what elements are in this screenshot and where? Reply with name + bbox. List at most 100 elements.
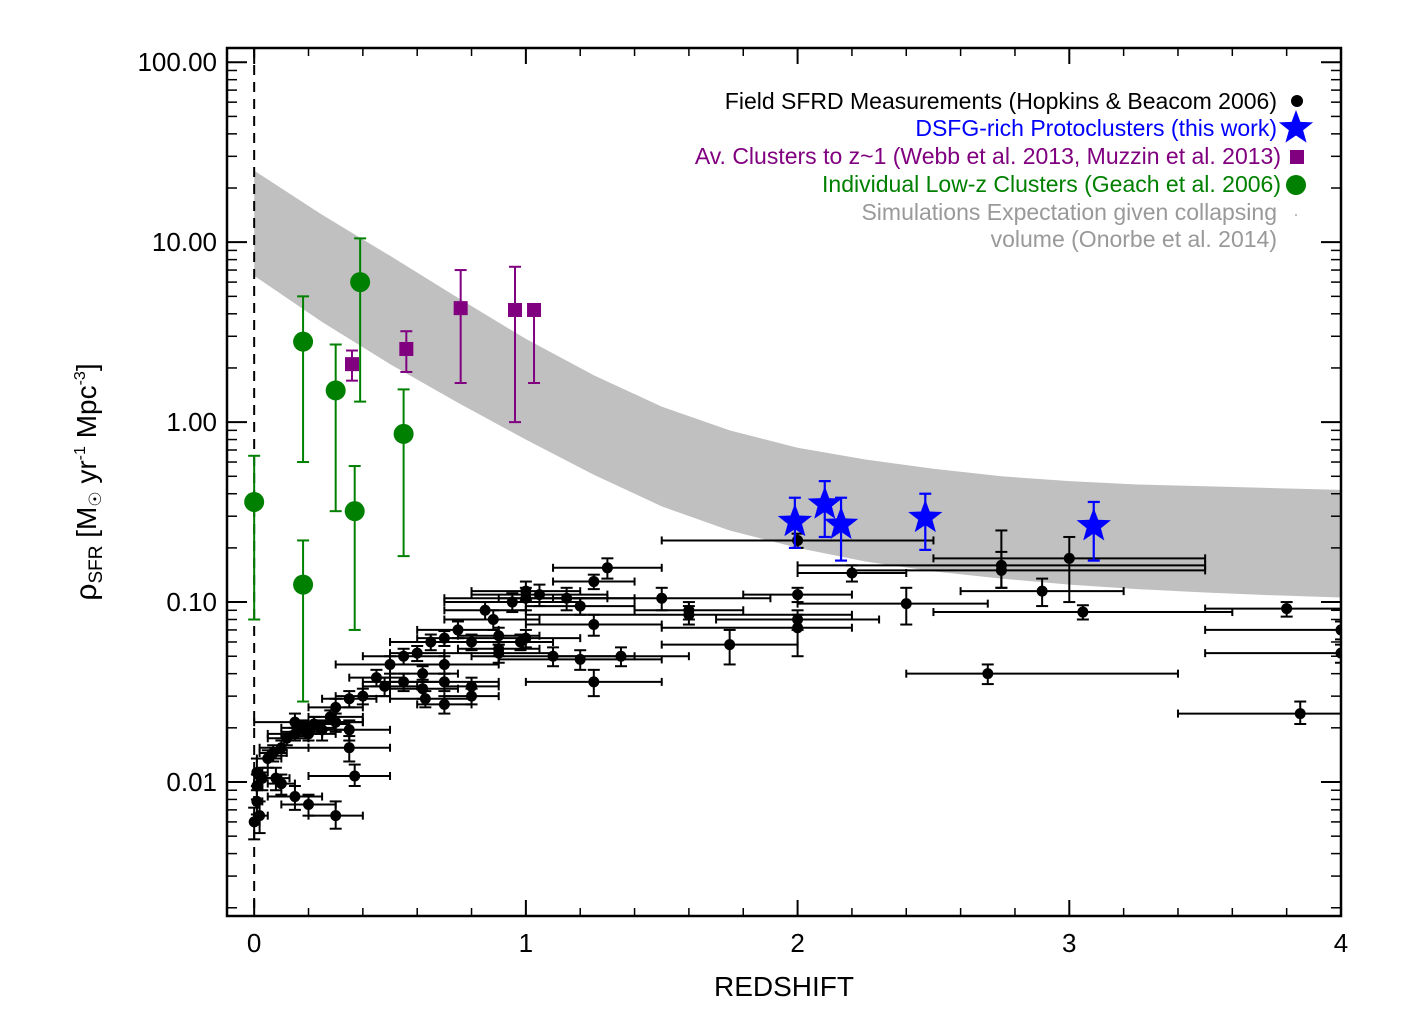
data-point bbox=[527, 302, 542, 317]
data-point bbox=[823, 506, 859, 539]
data-point bbox=[293, 574, 314, 595]
y-tick-label: 10.00 bbox=[152, 227, 217, 257]
x-tick-label: 2 bbox=[790, 928, 804, 958]
legend-marker-lowz bbox=[1286, 175, 1306, 195]
data-point bbox=[343, 742, 355, 754]
data-point bbox=[574, 600, 586, 612]
data-point bbox=[417, 683, 429, 695]
data-point bbox=[792, 534, 804, 546]
data-point bbox=[777, 503, 812, 537]
legend-marker-field bbox=[1291, 95, 1303, 107]
data-point bbox=[493, 630, 505, 642]
data-point bbox=[601, 562, 613, 574]
data-point bbox=[508, 302, 523, 317]
data-point bbox=[289, 791, 301, 803]
svg-text:ρSFR [M☉ yr-1 Mpc-3]: ρSFR [M☉ yr-1 Mpc-3] bbox=[70, 363, 107, 600]
data-point bbox=[438, 658, 450, 670]
data-point bbox=[656, 592, 668, 604]
series-0 bbox=[248, 529, 1341, 841]
data-point bbox=[438, 676, 450, 688]
data-point bbox=[425, 636, 437, 648]
legend: Field SFRD Measurements (Hopkins & Beaco… bbox=[695, 88, 1314, 252]
legend-label-clusters: Av. Clusters to z~1 (Webb et al. 2013, M… bbox=[695, 143, 1281, 169]
data-point bbox=[303, 798, 315, 810]
data-point bbox=[254, 810, 266, 822]
data-point bbox=[807, 486, 842, 519]
data-point bbox=[588, 619, 600, 631]
data-point bbox=[325, 380, 346, 401]
data-point bbox=[506, 596, 518, 608]
series-1 bbox=[344, 265, 542, 424]
data-point bbox=[330, 716, 342, 728]
legend-label-protoclusters: DSFG-rich Protoclusters (this work) bbox=[915, 115, 1277, 141]
data-point bbox=[466, 690, 478, 702]
data-point bbox=[724, 639, 736, 651]
data-point bbox=[1281, 603, 1293, 615]
data-point bbox=[452, 624, 464, 636]
legend-marker-clusters bbox=[1290, 150, 1304, 164]
x-tick-label: 4 bbox=[1334, 928, 1348, 958]
data-point bbox=[275, 778, 287, 790]
data-point bbox=[683, 609, 695, 621]
series-3 bbox=[777, 480, 1111, 562]
y-tick-label: 0.01 bbox=[166, 767, 217, 797]
y-tick-label: 0.10 bbox=[166, 587, 217, 617]
legend-label-lowz: Individual Low-z Clusters (Geach et al. … bbox=[822, 171, 1281, 197]
legend-label-field: Field SFRD Measurements (Hopkins & Beaco… bbox=[725, 88, 1277, 114]
data-point bbox=[1063, 552, 1075, 564]
data-point bbox=[995, 564, 1007, 576]
data-point bbox=[350, 272, 371, 293]
x-tick-label: 3 bbox=[1062, 928, 1076, 958]
data-point bbox=[293, 331, 314, 352]
data-point bbox=[1036, 585, 1048, 597]
data-point bbox=[487, 613, 499, 625]
plot-area bbox=[244, 48, 1341, 916]
data-point bbox=[1294, 708, 1306, 720]
data-point bbox=[453, 301, 468, 316]
data-point bbox=[1077, 606, 1089, 618]
data-point bbox=[438, 698, 450, 710]
data-point bbox=[344, 357, 359, 372]
data-point bbox=[900, 598, 912, 610]
data-point bbox=[393, 423, 414, 444]
data-point bbox=[411, 647, 423, 659]
data-point bbox=[343, 693, 355, 705]
x-axis-title: REDSHIFT bbox=[714, 971, 854, 1002]
data-point bbox=[479, 604, 491, 616]
data-point bbox=[417, 668, 429, 680]
legend-label-simulations-2: volume (Onorbe et al. 2014) bbox=[991, 226, 1277, 252]
x-tick-label: 1 bbox=[519, 928, 533, 958]
data-point bbox=[344, 501, 365, 522]
data-point bbox=[244, 491, 265, 512]
y-tick-label: 1.00 bbox=[166, 407, 217, 437]
data-point bbox=[251, 780, 263, 792]
data-point bbox=[349, 770, 361, 782]
legend-label-simulations: Simulations Expectation given collapsing bbox=[861, 199, 1277, 225]
data-point bbox=[330, 701, 342, 713]
data-point bbox=[615, 650, 627, 662]
data-point bbox=[792, 589, 804, 601]
legend-marker-simulations bbox=[1295, 214, 1297, 216]
y-axis-title: ρSFR [M☉ yr-1 Mpc-3] bbox=[70, 363, 107, 600]
data-point bbox=[370, 672, 382, 684]
data-point bbox=[1076, 507, 1111, 541]
simulation-band bbox=[254, 170, 1341, 598]
data-point bbox=[419, 693, 431, 705]
series-2 bbox=[244, 237, 414, 703]
data-point bbox=[908, 499, 943, 533]
data-point bbox=[357, 690, 369, 702]
legend-marker-protoclusters bbox=[1278, 110, 1314, 143]
data-point bbox=[399, 341, 414, 356]
data-point bbox=[588, 676, 600, 688]
plot-frame bbox=[225, 46, 1343, 918]
data-point bbox=[792, 622, 804, 634]
data-point bbox=[379, 680, 391, 692]
data-point bbox=[330, 810, 342, 822]
data-point bbox=[520, 632, 532, 644]
data-point bbox=[275, 742, 287, 754]
x-tick-label: 0 bbox=[247, 928, 261, 958]
data-point bbox=[982, 668, 994, 680]
y-tick-label: 100.00 bbox=[137, 47, 217, 77]
data-point bbox=[343, 724, 355, 736]
